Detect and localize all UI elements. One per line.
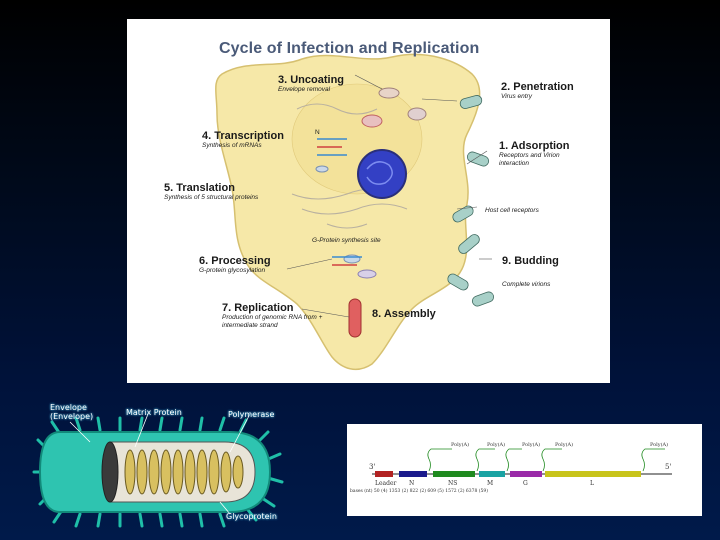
step-translation: 5. Translation Synthesis of 5 structural… <box>164 182 258 202</box>
genome-map: 3' 5' Poly(A) Poly(A) Poly(A) Poly(A) Po… <box>347 424 702 516</box>
glycoprotein-label: Glycoprotein <box>226 512 277 521</box>
gene-n-label: N <box>409 480 414 487</box>
gene-g-bar <box>510 471 542 477</box>
step-title: 1. Adsorption <box>499 140 570 152</box>
step-description: Synthesis of mRNAs <box>202 142 262 149</box>
gene-g-label: G <box>523 480 528 487</box>
polya-4: Poly(A) <box>555 441 573 448</box>
polymerase-label: Polymerase <box>228 410 275 419</box>
polya-1: Poly(A) <box>451 441 469 448</box>
gene-lengths: bases (nt) 50 (4) 1353 (2) 822 (2) 609 (… <box>350 487 488 494</box>
step-description: Synthesis of 5 structural proteins <box>164 194 259 201</box>
matrix-protein-label: Matrix Protein <box>126 408 182 417</box>
step-description: Virus entry <box>501 93 532 100</box>
gene-l-bar <box>545 471 641 477</box>
gene-leader-bar <box>375 471 393 477</box>
step-budding: 9. Budding Complete virions <box>502 255 559 289</box>
gene-m-label: M <box>487 480 493 487</box>
step-title: 7. Replication <box>222 302 294 314</box>
step-title: 2. Penetration <box>501 81 574 93</box>
cell-illustration <box>215 53 495 371</box>
step-description: G-protein glycosylation <box>199 267 266 274</box>
step-title: 6. Processing <box>199 255 271 267</box>
host-receptors-label: Host cell receptors <box>485 207 539 214</box>
n-label: N <box>315 129 320 136</box>
step-title: 4. Transcription <box>202 130 284 142</box>
diagram-title: Cycle of Infection and Replication <box>219 40 480 57</box>
envelope-label: Envelope (Envelope) <box>50 403 94 421</box>
step-assembly: 8. Assembly <box>372 308 436 320</box>
g-protein-site-label: G-Protein synthesis site <box>312 237 381 244</box>
infection-cycle-diagram: Cycle of Infection and Replication 3. Un… <box>127 19 610 383</box>
polya-5: Poly(A) <box>650 441 668 448</box>
step-description: Production of genomic RNA from + interme… <box>222 314 323 329</box>
polya-3: Poly(A) <box>522 441 540 448</box>
step-processing: 6. Processing G-protein glycosylation <box>199 255 271 275</box>
end-5-label: 5' <box>665 463 671 471</box>
step-title: 3. Uncoating <box>278 74 345 86</box>
step-transcription: 4. Transcription Synthesis of mRNAs <box>202 130 284 150</box>
gene-ns-bar <box>433 471 475 477</box>
virion-drawing <box>32 413 284 528</box>
gene-ns-label: NS <box>448 480 457 487</box>
genome-drawing: 3' 5' Poly(A) Poly(A) Poly(A) Poly(A) Po… <box>350 441 672 494</box>
gene-n-bar <box>399 471 427 477</box>
step-uncoating: 3. Uncoating Envelope removal <box>278 74 344 94</box>
step-penetration: 2. Penetration Virus entry <box>501 81 574 101</box>
end-3-label: 3' <box>369 463 375 471</box>
gene-l-label: L <box>590 480 594 487</box>
virion-illustration: Envelope (Envelope) Matrix Protein Polym… <box>30 392 330 532</box>
gene-leader-label: Leader <box>375 480 397 487</box>
nucleus <box>357 149 407 199</box>
step-description: Receptors and Virion interaction <box>499 152 560 167</box>
polya-2: Poly(A) <box>487 441 505 448</box>
step-title: 9. Budding <box>502 255 559 267</box>
step-title: 5. Translation <box>164 182 235 194</box>
step-title: 8. Assembly <box>372 308 436 320</box>
step-replication: 7. Replication Production of genomic RNA… <box>222 302 332 330</box>
step-adsorption: 1. Adsorption Receptors and Virion inter… <box>499 140 589 168</box>
gene-m-bar <box>479 471 505 477</box>
step-description: Complete virions <box>502 281 551 288</box>
step-description: Envelope removal <box>278 86 331 93</box>
